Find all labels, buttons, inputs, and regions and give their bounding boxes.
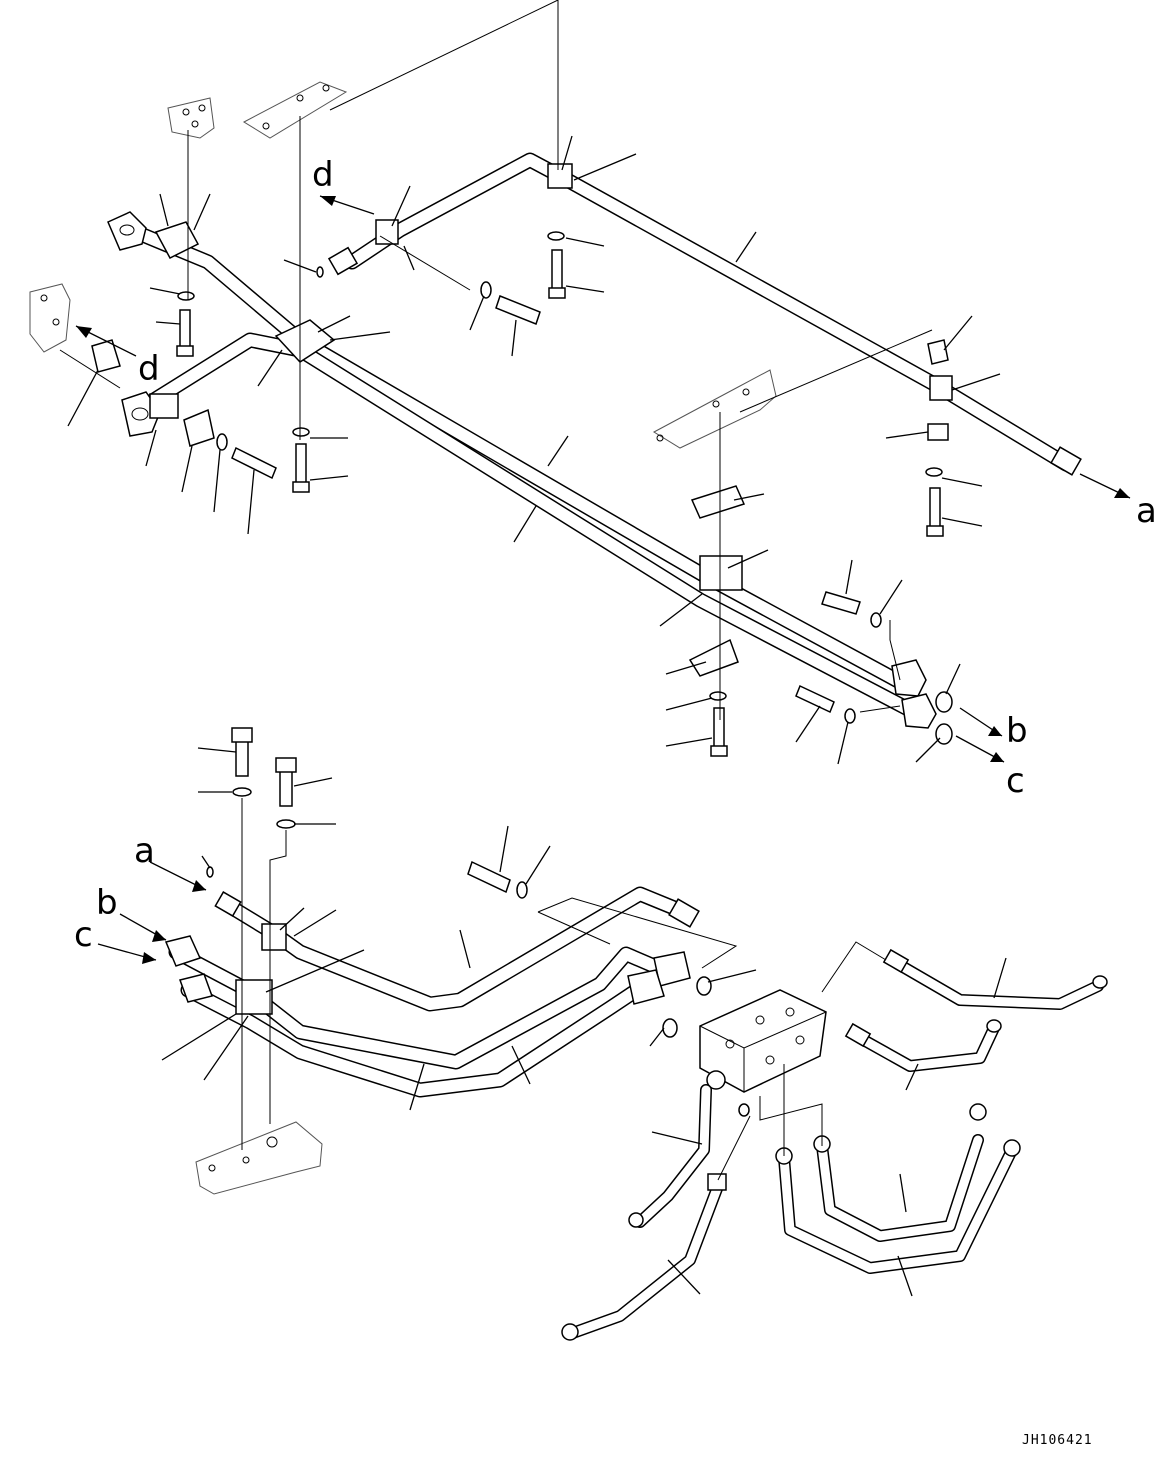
ref-label-c-out: c <box>1006 761 1025 801</box>
ghost-bracket-top-left <box>167 97 215 139</box>
flange-right-c <box>901 693 937 729</box>
ref-label-b-out: b <box>1006 711 1028 751</box>
ghost-bracket-top-center <box>242 81 348 139</box>
bolts-bottom <box>231 727 528 899</box>
ghost-bracket-bottom <box>195 1121 323 1195</box>
flange-right-b <box>891 659 927 697</box>
valve-block <box>699 989 827 1117</box>
drawing-code: JH106421 <box>1022 1433 1093 1448</box>
ref-label-b-in: b <box>96 883 118 923</box>
hose-loop-outer <box>775 1139 1021 1274</box>
arrow-a-in <box>149 861 207 892</box>
flange-top-left <box>107 211 147 251</box>
arrow-b-out <box>959 707 1003 737</box>
bolts-top <box>176 231 953 757</box>
arrow-c-in <box>97 943 157 964</box>
fitting-right-a <box>1050 446 1082 476</box>
hose-long-down <box>561 1173 727 1341</box>
ghost-bracket-right <box>652 369 777 449</box>
hose-loop-inner <box>813 1103 987 1242</box>
reference-lines-bottom <box>241 798 887 1181</box>
pipe-bottom-lower <box>180 980 648 1098</box>
ref-label-d-left: d <box>138 349 160 389</box>
ref-label-c-in: c <box>74 915 93 955</box>
clamp-mid-right <box>688 485 746 677</box>
leader-lines-top <box>67 135 1001 765</box>
hose-right-upper <box>882 948 1108 1010</box>
hose-right-lower <box>844 1019 1002 1072</box>
hose-down-left <box>628 1084 712 1228</box>
leader-lines-bottom <box>161 747 1007 1297</box>
fittings-bottom <box>164 866 712 1038</box>
ghost-bracket-left <box>29 283 71 353</box>
fitting-top-d <box>327 246 359 276</box>
clamp-left <box>91 339 215 447</box>
ref-label-d-top: d <box>312 155 334 195</box>
arrow-d-top <box>319 195 375 215</box>
arrow-a-out <box>1079 473 1131 499</box>
ref-label-a-in: a <box>134 831 155 871</box>
arrow-b-in <box>119 913 167 942</box>
clamp-right <box>927 339 953 441</box>
arrow-c-out <box>955 735 1005 763</box>
clamp-top-corner <box>547 163 573 189</box>
arrow-d-left <box>75 325 137 357</box>
reference-lines-top <box>59 0 933 720</box>
ref-label-a-out: a <box>1136 491 1157 531</box>
